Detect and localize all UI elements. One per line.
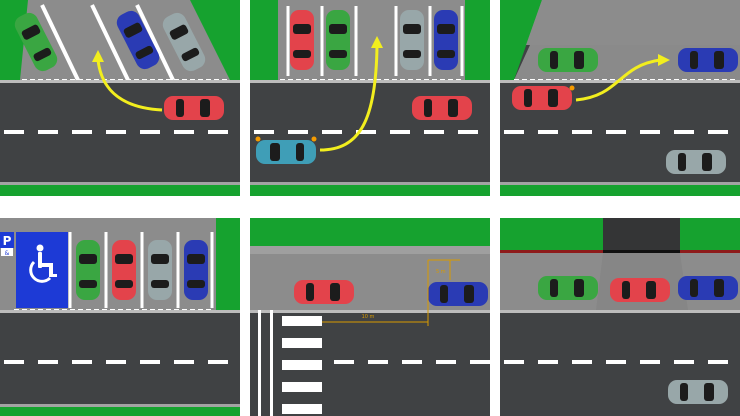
car-gray-street — [666, 150, 726, 174]
maneuver-arrow — [575, 58, 661, 102]
car-gray-parked — [400, 10, 424, 70]
car-red-blocking — [610, 278, 670, 302]
car-green-angled — [14, 12, 58, 72]
maneuver-arrow — [319, 45, 379, 152]
car-red-maneuver — [512, 86, 572, 110]
panel-driveway-exit — [500, 218, 740, 416]
parking-sign-icon: P & — [0, 232, 14, 257]
parking-sign-sub: & — [5, 250, 10, 257]
parking-sign-letter: P — [3, 234, 12, 248]
car-red — [164, 96, 224, 120]
panel-angled-parking — [0, 0, 240, 196]
panel-disabled-parking: P & — [0, 218, 240, 416]
car-blue-parked — [434, 10, 458, 70]
dimension-crosswalk-label: 10 m — [362, 314, 375, 320]
car-red-parked — [294, 280, 354, 304]
car-blue-parked — [678, 276, 738, 300]
car-blue-parallel — [678, 48, 738, 72]
disabled-parking-space — [16, 232, 68, 308]
wheelchair-icon — [29, 244, 57, 283]
car-red-parked — [290, 10, 314, 70]
car-blue-parked — [428, 282, 488, 306]
car-green-parked — [76, 240, 100, 300]
dimension-crosswalk — [322, 260, 429, 326]
car-red-parked — [112, 240, 136, 300]
car-green-parked — [538, 276, 598, 300]
car-green-parallel — [538, 48, 598, 72]
car-green-parked — [326, 10, 350, 70]
car-gray-street — [668, 380, 728, 404]
dimension-curb — [428, 259, 460, 280]
car-gray-parked — [148, 240, 172, 300]
crosswalk — [282, 316, 322, 414]
car-red-street — [412, 96, 472, 120]
panel-perpendicular-parking — [250, 0, 490, 196]
car-blue-angled — [116, 10, 160, 70]
car-cyan — [256, 140, 316, 164]
maneuver-arrow — [96, 59, 163, 112]
car-blue-parked — [184, 240, 208, 300]
dimension-curb-label: 5 m — [436, 269, 446, 275]
car-gray-angled — [162, 12, 206, 72]
panel-crosswalk-distance: 10 m 5 m — [250, 218, 490, 416]
panel-parallel-parking — [500, 0, 740, 196]
